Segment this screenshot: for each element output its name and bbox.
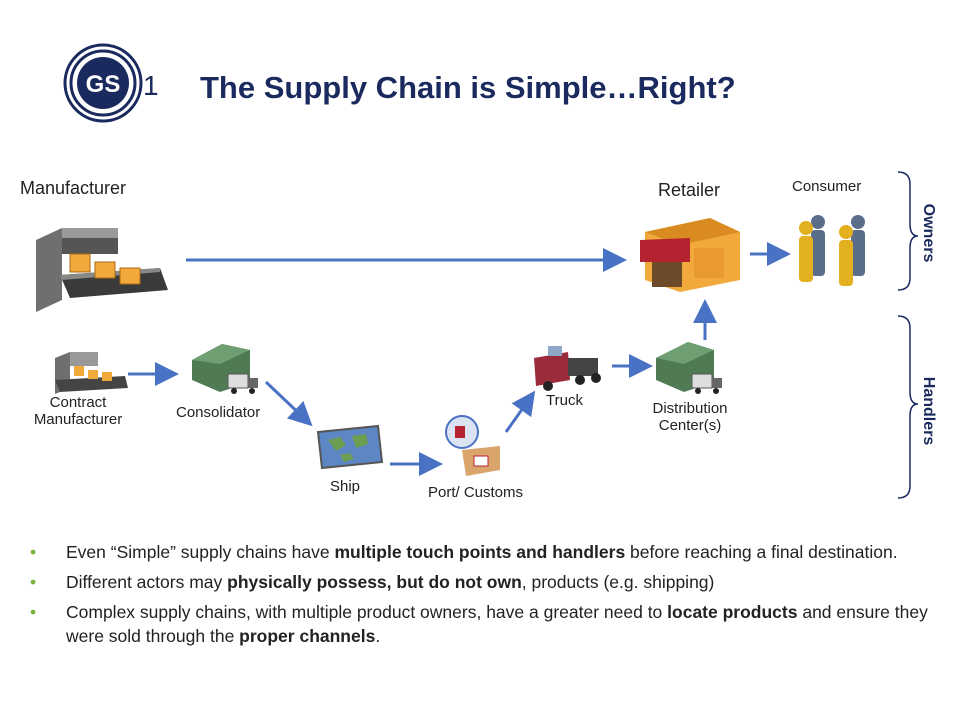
truck-icon (534, 346, 601, 391)
arrow-port-to-truck (504, 390, 536, 433)
contract-manufacturer-icon (55, 352, 128, 394)
bullet-dot-icon: • (30, 572, 37, 592)
gs1-logo: GS 1 (63, 43, 159, 123)
distribution-center-line-2: Center(s) (658, 417, 722, 434)
bullet-dot-icon: • (30, 602, 37, 622)
port-customs-label: Port/ Customs (428, 484, 524, 501)
truck-label: Truck (546, 392, 583, 409)
bullet-text: and ensure they were sold through the (66, 602, 928, 646)
contract-manufacturer-label: Contract Manufacturer (26, 394, 130, 428)
bullet-emphasis: proper channels (239, 626, 376, 646)
owners-bracket (897, 171, 919, 291)
svg-text:1: 1 (143, 70, 159, 101)
ship-icon (316, 424, 384, 470)
group-brackets (897, 171, 919, 499)
bullet-dot-icon: • (30, 542, 37, 562)
manufacturer-icon (36, 228, 168, 312)
retailer-icon (640, 218, 740, 292)
consumer-icon (799, 215, 865, 286)
consolidator-label: Consolidator (176, 404, 261, 421)
bullet-list: • Even “Simple” supply chains have multip… (30, 540, 955, 654)
bullet-emphasis: multiple touch points and handlers (334, 542, 626, 562)
handlers-label: Handlers (920, 376, 937, 446)
distribution-center-line-1: Distribution (652, 400, 728, 417)
retailer-label: Retailer (658, 180, 721, 200)
distribution-center-label: Distribution Center(s) (642, 400, 738, 434)
bullet-item: • Different actors may physically possess… (30, 570, 955, 594)
bullet-item: • Even “Simple” supply chains have multip… (30, 540, 955, 564)
bullet-text: Complex supply chains, with multiple pro… (66, 602, 668, 622)
contract-manufacturer-line-1: Contract (49, 394, 107, 411)
consolidator-icon (192, 344, 258, 394)
bullet-emphasis: physically possess, but do not own (227, 572, 522, 592)
arrow-consolidator-to-ship (264, 380, 313, 427)
flow-arrows (128, 242, 791, 476)
consumer-label: Consumer (792, 178, 862, 195)
contract-manufacturer-line-2: Manufacturer (33, 411, 123, 428)
svg-text:GS: GS (86, 71, 121, 98)
bullet-emphasis: locate products (667, 602, 798, 622)
bullet-text: Different actors may (66, 572, 228, 592)
ship-label: Ship (330, 478, 361, 495)
page-title: The Supply Chain is Simple…Right? (200, 70, 736, 105)
distribution-center-icon (656, 342, 722, 394)
port-customs-icon (445, 415, 500, 476)
bullet-text: . (375, 626, 381, 646)
bullet-text: , products (e.g. shipping) (521, 572, 715, 592)
manufacturer-label: Manufacturer (20, 178, 127, 198)
bullet-text: before reaching a final destination. (625, 542, 898, 562)
handlers-bracket (897, 315, 919, 499)
bullet-item: • Complex supply chains, with multiple pr… (30, 600, 955, 648)
bullet-text: Even “Simple” supply chains have (66, 542, 335, 562)
owners-label: Owners (920, 203, 937, 263)
